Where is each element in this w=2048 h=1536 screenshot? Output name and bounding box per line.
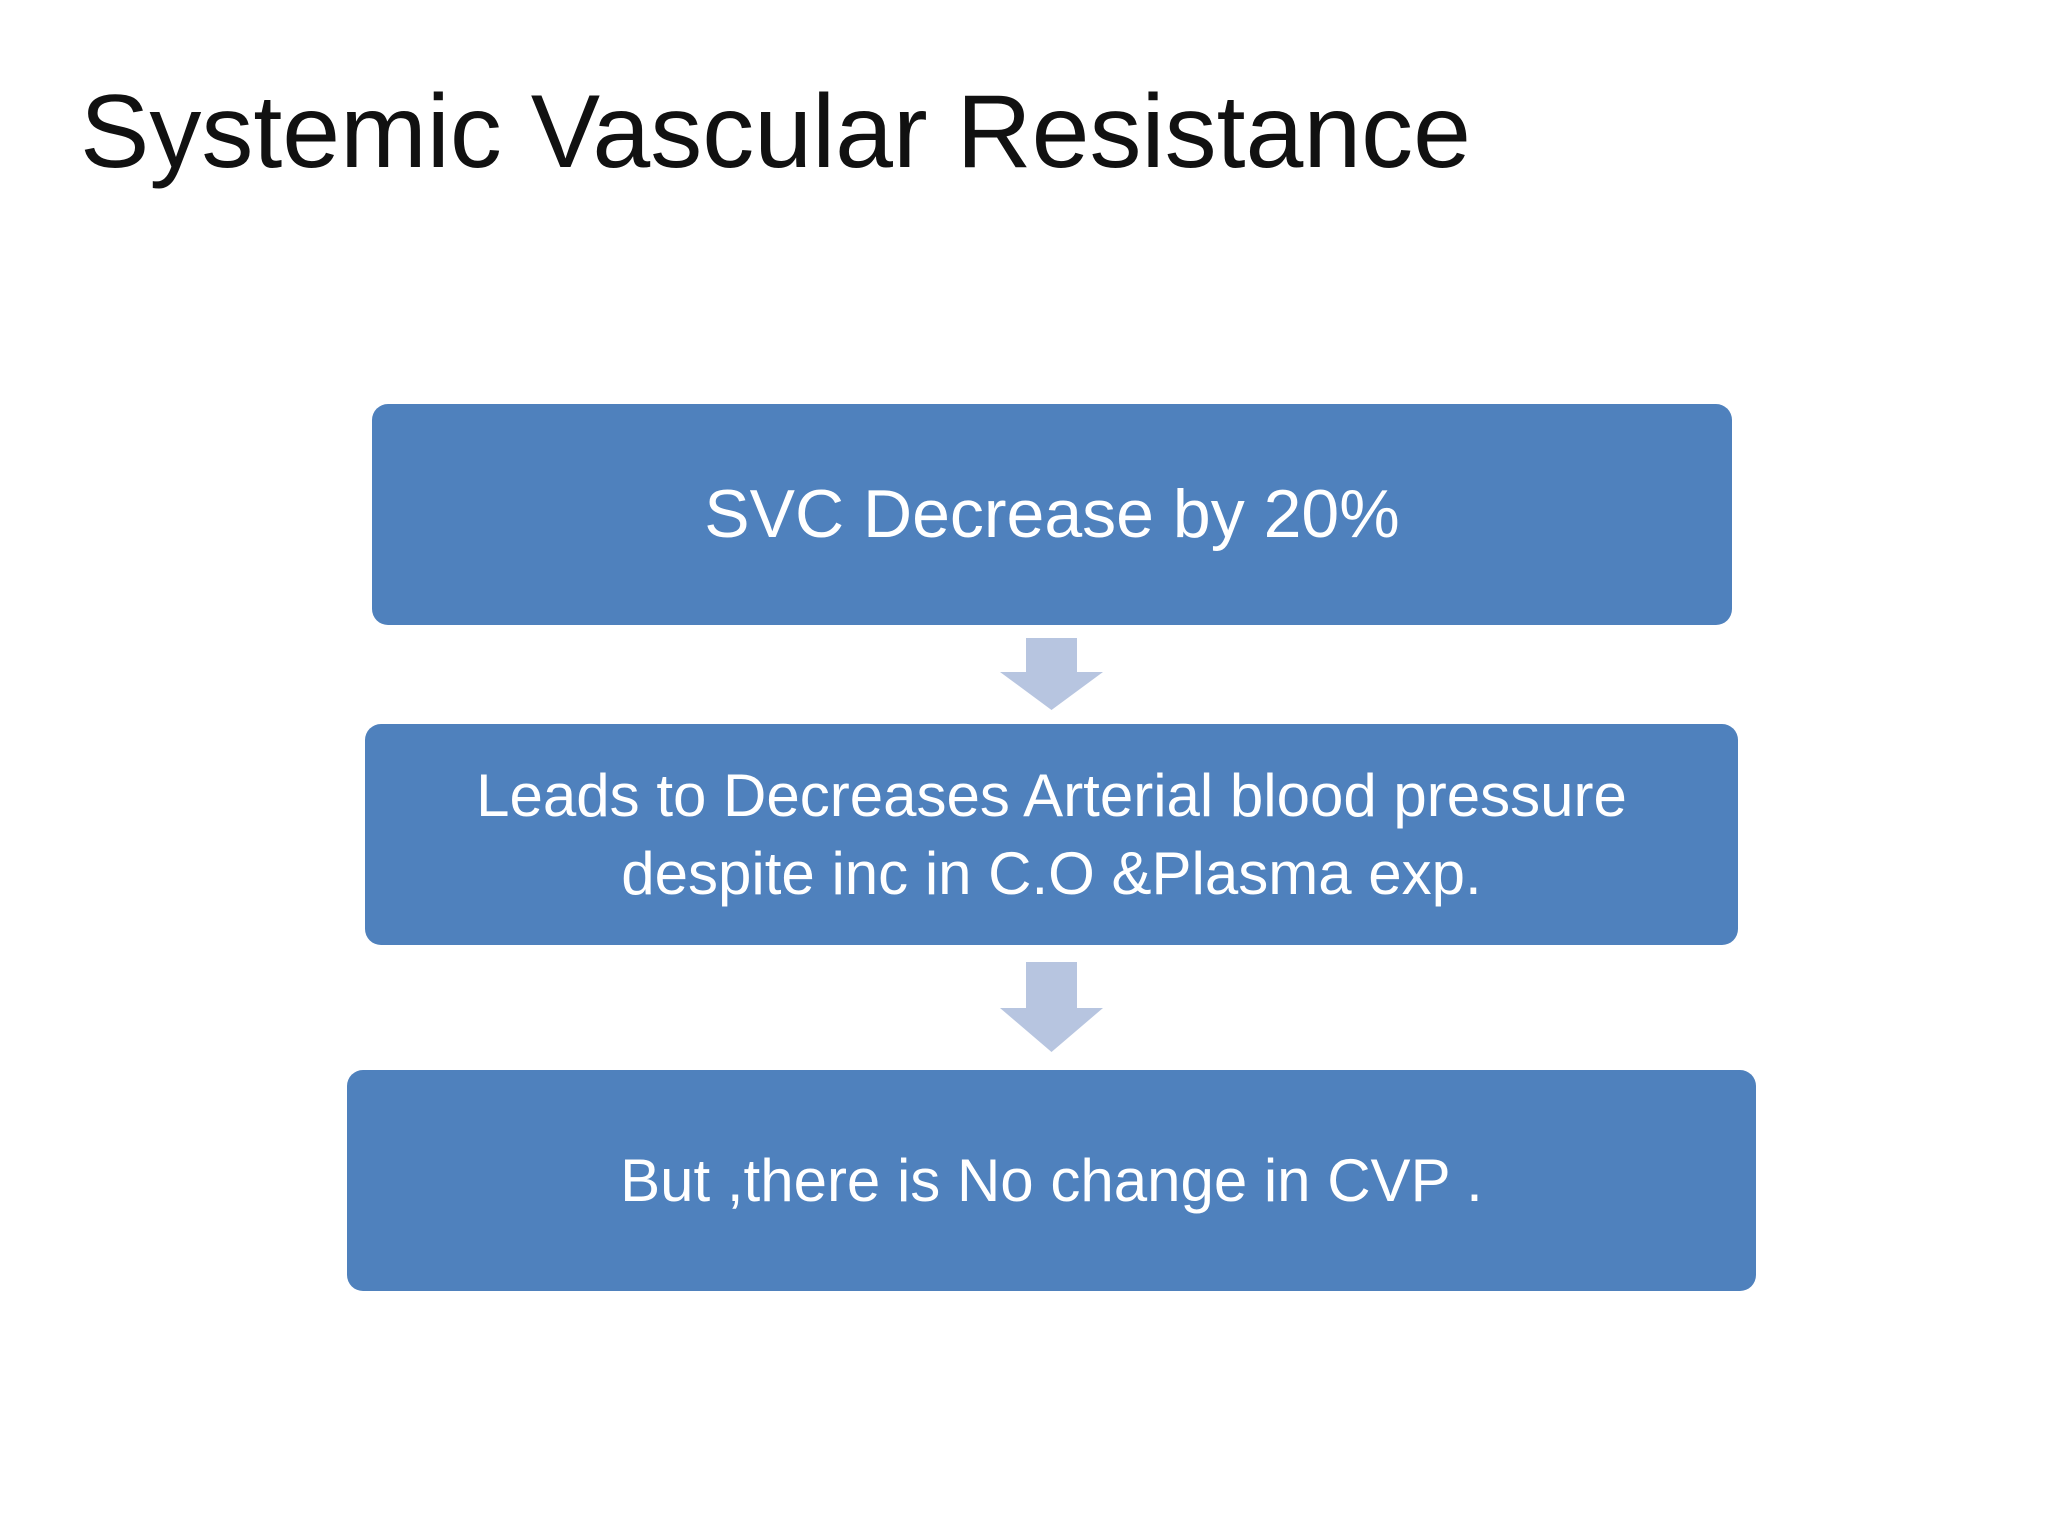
- flow-box-text: SVC Decrease by 20%: [704, 476, 1400, 553]
- down-arrow-icon: [1000, 638, 1103, 710]
- flow-box-svc-decrease: SVC Decrease by 20%: [372, 404, 1732, 625]
- flow-box-text: Leads to Decreases Arterial blood pressu…: [476, 761, 1627, 907]
- down-arrow-icon: [1000, 962, 1103, 1052]
- flow-box-arterial-pressure: Leads to Decreases Arterial blood pressu…: [365, 724, 1738, 945]
- flow-box-cvp-no-change: But ,there is No change in CVP .: [347, 1070, 1756, 1291]
- flow-box-text: But ,there is No change in CVP .: [620, 1146, 1483, 1214]
- slide-title: Systemic Vascular Resistance: [80, 74, 1471, 190]
